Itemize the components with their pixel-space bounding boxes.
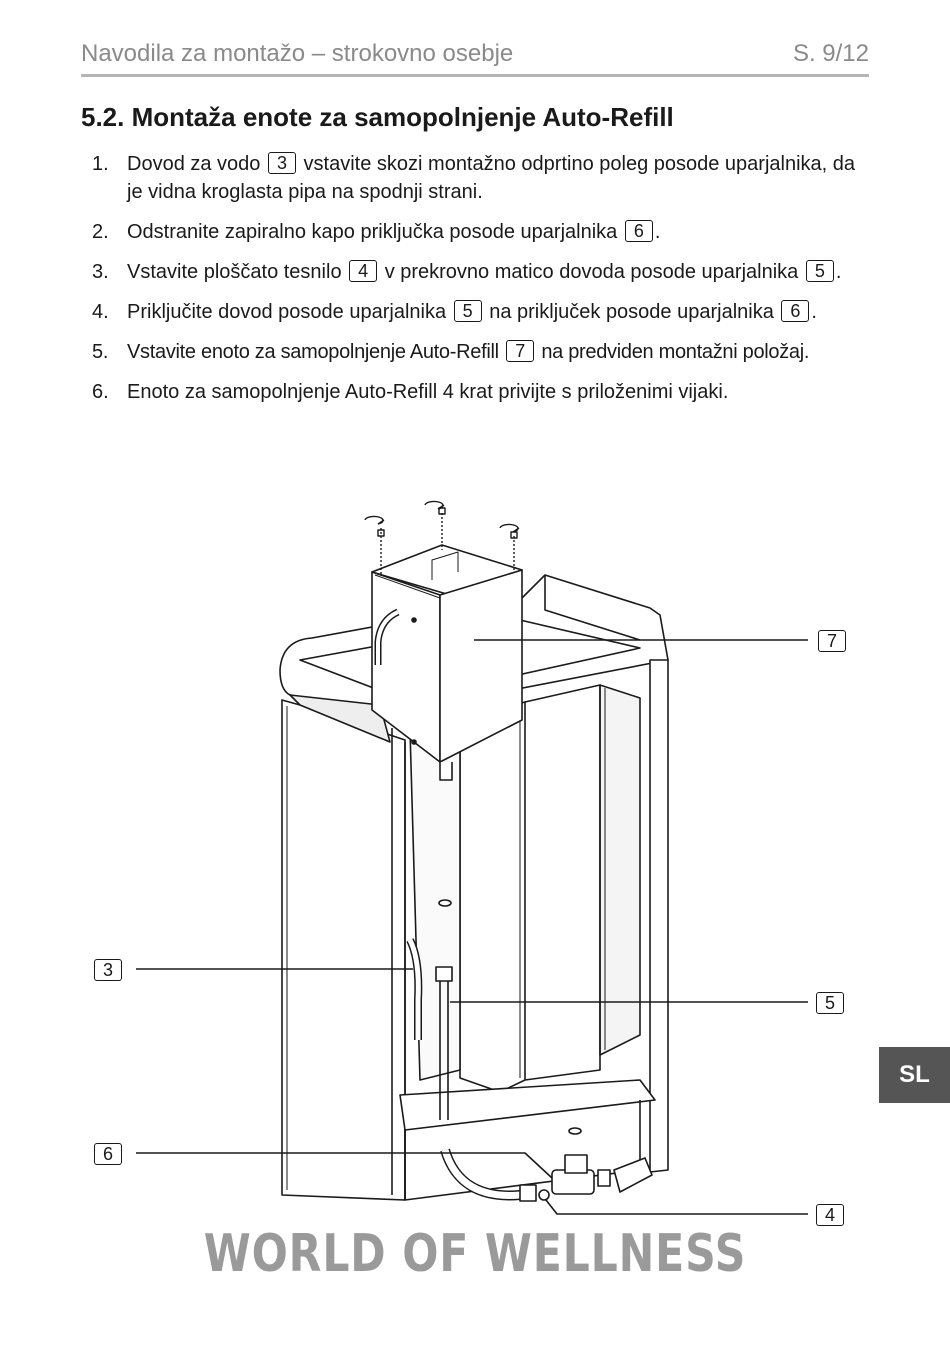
page-number: S. 9/12 xyxy=(792,40,869,67)
reference-box: 6 xyxy=(781,300,810,322)
reference-box: 3 xyxy=(267,152,296,174)
document-title: Navodila za montažo – strokovno osebje xyxy=(81,40,514,67)
brand-logo-text: WORLD OF WELLNESS xyxy=(203,1224,747,1284)
reference-box: 5 xyxy=(805,260,834,282)
reference-box: 6 xyxy=(624,220,653,242)
section-title: 5.2. Montaža enote za samopolnjenje Auto… xyxy=(81,102,674,132)
page-header: Navodila za montažo – strokovno osebje S… xyxy=(81,38,869,77)
assembly-illustration: 7 3 5 6 4 xyxy=(0,480,950,1240)
step-5: 5. Vstavite enoto za samopolnjenje Auto-… xyxy=(92,340,810,363)
step-list: 1. Dovod za vodo 3 vstavite skozi montaž… xyxy=(92,150,870,418)
step-4: 4. Priključite dovod posode uparjalnika … xyxy=(92,300,817,323)
callout-5: 5 xyxy=(816,992,844,1014)
callout-4: 4 xyxy=(816,1204,844,1226)
steam-generator-drawing xyxy=(136,500,808,1215)
step-6: 6. Enoto za samopolnjenje Auto-Refill 4 … xyxy=(92,381,729,403)
language-tab: SL xyxy=(879,1047,950,1103)
step-1: 1. Dovod za vodo 3 vstavite skozi montaž… xyxy=(92,152,856,203)
step-3: 3. Vstavite ploščato tesnilo 4 v prekrov… xyxy=(92,260,842,283)
reference-box: 4 xyxy=(349,260,378,282)
callout-7: 7 xyxy=(818,630,846,652)
reference-box: 7 xyxy=(506,340,535,362)
callout-3: 3 xyxy=(94,959,122,981)
step-2: 2. Odstranite zapiralno kapo priključka … xyxy=(92,220,661,243)
reference-box: 5 xyxy=(453,300,482,322)
callout-6: 6 xyxy=(94,1143,122,1165)
